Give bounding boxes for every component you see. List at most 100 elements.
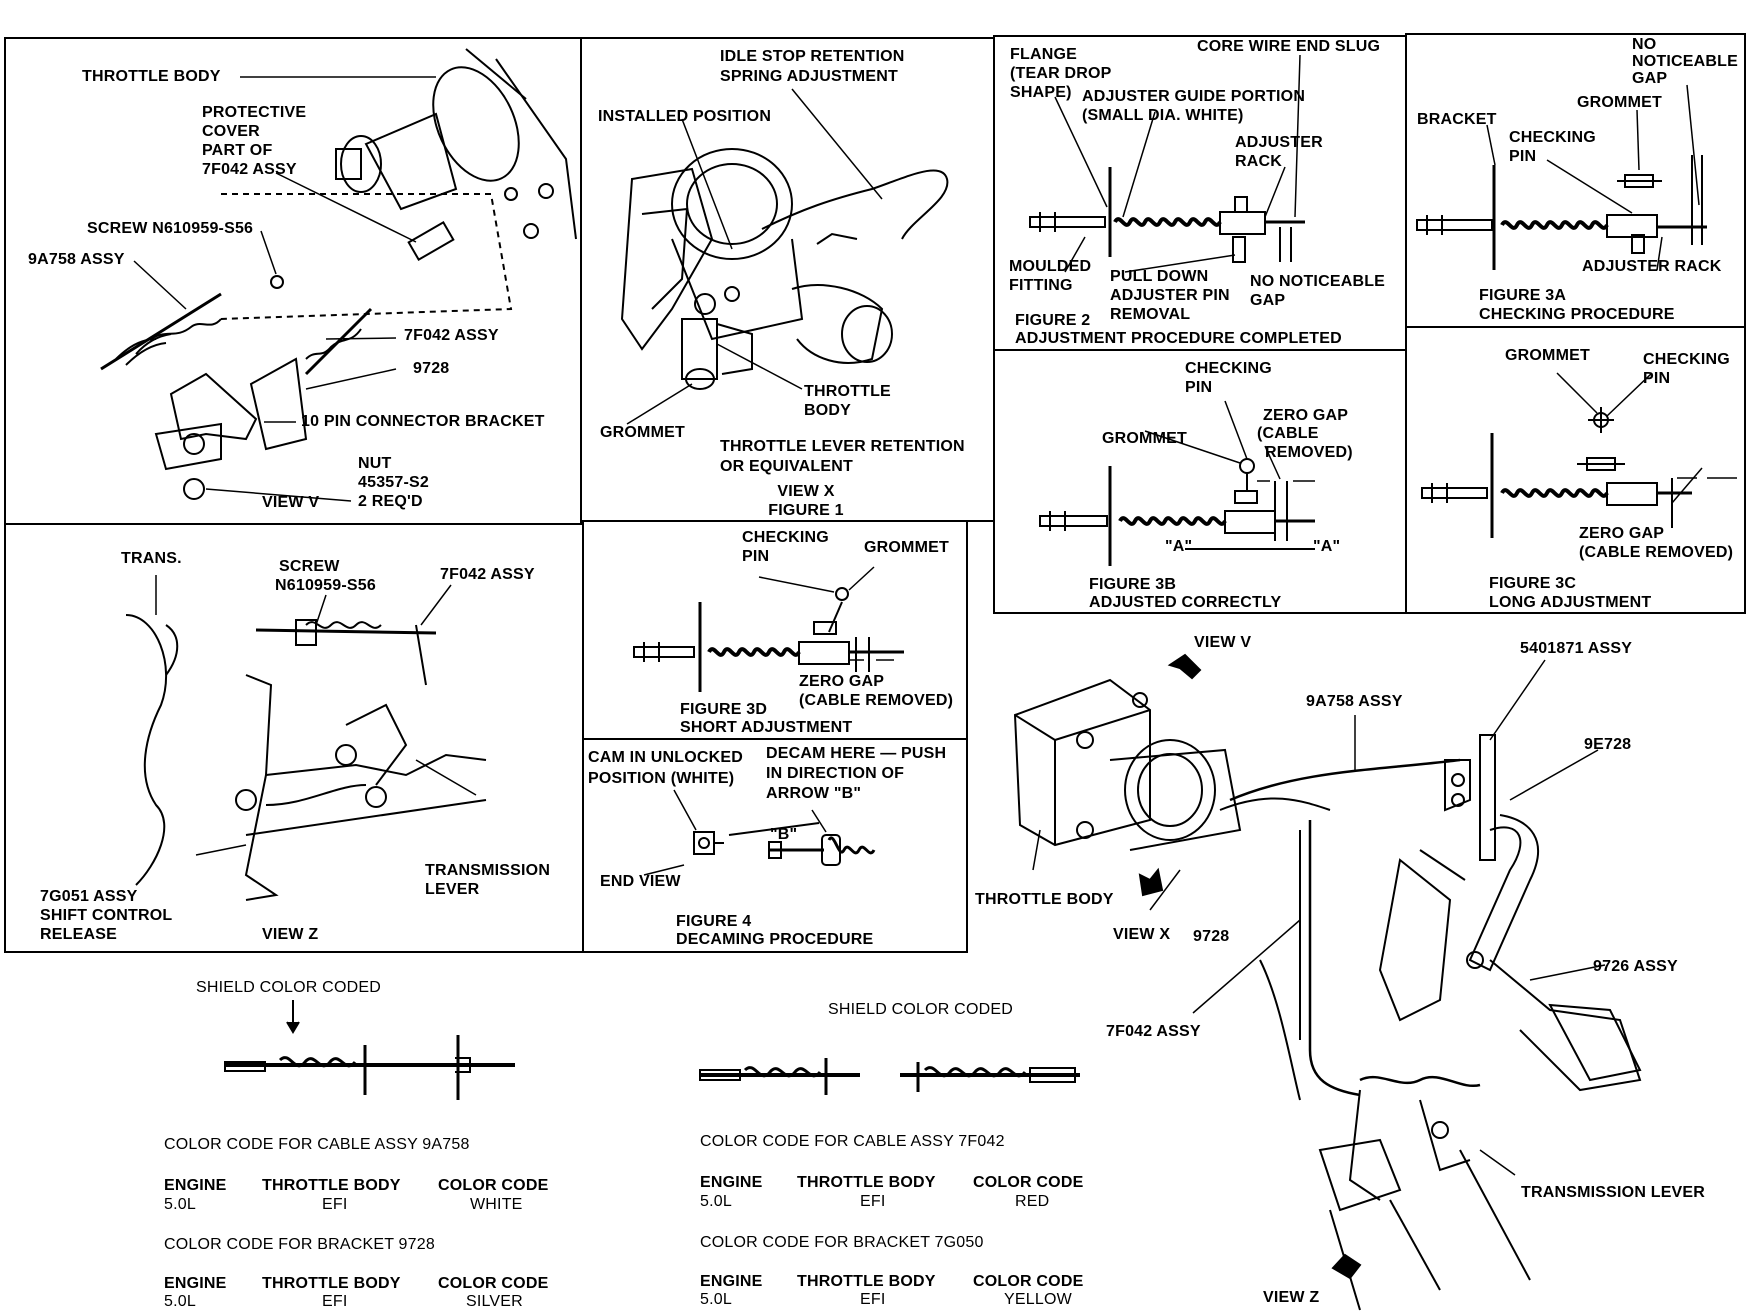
view-x-illustration bbox=[582, 39, 995, 522]
label-3b-checking-2: PIN bbox=[1185, 379, 1213, 396]
label-3b-zero-gap-3: REMOVED) bbox=[1265, 444, 1353, 461]
label-guide-1: ADJUSTER GUIDE PORTION bbox=[1082, 88, 1306, 105]
label-pull-down-1: PULL DOWN bbox=[1110, 268, 1209, 285]
label-4-b: "B" bbox=[770, 826, 798, 843]
label-3a-checking-1: CHECKING bbox=[1509, 129, 1596, 146]
fig4-caption-2: DECAMING PROCEDURE bbox=[676, 931, 874, 948]
figure-3d-illustration bbox=[584, 522, 968, 740]
right-bracket-throttle: EFI bbox=[860, 1291, 886, 1308]
view-x-caption-2: FIGURE 1 bbox=[768, 502, 844, 519]
label-3a-no-gap-2: NOTICEABLE bbox=[1632, 53, 1738, 70]
label-3d-zero-gap-2: (CABLE REMOVED) bbox=[799, 692, 954, 709]
figure-3b-illustration bbox=[995, 351, 1407, 614]
label-no-gap-1: NO NOTICEABLE bbox=[1250, 273, 1386, 290]
view-v-panel: THROTTLE BODY PROTECTIVE COVER PART OF 7… bbox=[4, 37, 582, 525]
label-3a-no-gap-1: NO bbox=[1632, 36, 1657, 53]
right-shield-label: SHIELD COLOR CODED bbox=[828, 1001, 1013, 1018]
fig3d-caption-1: FIGURE 3D bbox=[680, 701, 768, 718]
figure-3b-panel: CHECKING PIN ZERO GAP (CABLE REMOVED) GR… bbox=[993, 349, 1407, 614]
label-idle-stop-2: SPRING ADJUSTMENT bbox=[720, 68, 898, 85]
left-cable-throttle: EFI bbox=[322, 1196, 348, 1213]
label-flange-3: SHAPE) bbox=[1010, 84, 1072, 101]
label-4-cam-2: POSITION (WHITE) bbox=[588, 770, 735, 787]
label-flange-2: (TEAR DROP bbox=[1010, 65, 1112, 82]
label-3d-checking-1: CHECKING bbox=[742, 529, 829, 546]
label-z-shift-3: RELEASE bbox=[40, 926, 117, 943]
label-3b-a1: "A" bbox=[1165, 538, 1193, 555]
label-3b-grommet: GROMMET bbox=[1102, 430, 1187, 447]
label-x-throttle-2: BODY bbox=[804, 402, 852, 419]
left-bracket-title: COLOR CODE FOR BRACKET 9728 bbox=[164, 1236, 435, 1253]
label-9728: 9728 bbox=[413, 360, 450, 377]
ov-label-7f042: 7F042 ASSY bbox=[1106, 1023, 1201, 1040]
label-throttle-body: THROTTLE BODY bbox=[82, 68, 221, 85]
label-z-assy: 7F042 ASSY bbox=[440, 566, 535, 583]
label-3c-grommet: GROMMET bbox=[1505, 347, 1590, 364]
fig3a-caption-1: FIGURE 3A bbox=[1479, 287, 1567, 304]
ov-label-view-v: VIEW V bbox=[1194, 634, 1252, 651]
ov-label-9728: 9728 bbox=[1193, 928, 1230, 945]
left-cable-title: COLOR CODE FOR CABLE ASSY 9A758 bbox=[164, 1136, 470, 1153]
fig3c-caption-1: FIGURE 3C bbox=[1489, 575, 1577, 592]
view-z-caption: VIEW Z bbox=[262, 926, 319, 943]
left-bracket-h-throttle: THROTTLE BODY bbox=[262, 1275, 401, 1292]
label-7f042: 7F042 ASSY bbox=[404, 327, 499, 344]
label-flange-1: FLANGE bbox=[1010, 46, 1077, 63]
ov-label-trans-lever: TRANSMISSION LEVER bbox=[1521, 1184, 1706, 1201]
ov-label-9a758: 9A758 ASSY bbox=[1306, 693, 1403, 710]
left-cable-h-engine: ENGINE bbox=[164, 1177, 227, 1194]
ov-label-throttle-body: THROTTLE BODY bbox=[975, 891, 1114, 908]
label-x-throttle-1: THROTTLE bbox=[804, 383, 891, 400]
fig3a-caption-2: CHECKING PROCEDURE bbox=[1479, 306, 1675, 323]
left-cable-h-color: COLOR CODE bbox=[438, 1177, 549, 1194]
right-bracket-color: YELLOW bbox=[1004, 1291, 1072, 1308]
figure-4-panel: CAM IN UNLOCKED POSITION (WHITE) DECAM H… bbox=[582, 738, 968, 953]
label-z-shift-2: SHIFT CONTROL bbox=[40, 907, 173, 924]
label-protective-cover-1: PROTECTIVE bbox=[202, 104, 307, 121]
label-3b-zero-gap-2: (CABLE bbox=[1257, 425, 1319, 442]
label-4-decam-1: DECAM HERE — PUSH bbox=[766, 745, 947, 762]
label-z-screw-2: N610959-S56 bbox=[275, 577, 376, 594]
right-bracket-h-engine: ENGINE bbox=[700, 1273, 763, 1290]
label-moulded-1: MOULDED bbox=[1009, 258, 1092, 275]
right-bracket-h-color: COLOR CODE bbox=[973, 1273, 1084, 1290]
label-4-decam-3: ARROW "B" bbox=[766, 785, 862, 802]
label-z-shift-1: 7G051 ASSY bbox=[40, 888, 138, 905]
left-bracket-engine: 5.0L bbox=[164, 1293, 196, 1310]
right-cable-color: RED bbox=[1015, 1193, 1050, 1210]
label-3d-zero-gap-1: ZERO GAP bbox=[799, 673, 885, 690]
figure-2-illustration bbox=[995, 37, 1407, 351]
label-3b-zero-gap-1: ZERO GAP bbox=[1263, 407, 1349, 424]
fig3b-caption-1: FIGURE 3B bbox=[1089, 576, 1177, 593]
right-cable-h-engine: ENGINE bbox=[700, 1174, 763, 1191]
figure-3a-illustration bbox=[1407, 35, 1746, 328]
label-rack-2: RACK bbox=[1235, 153, 1283, 170]
left-bracket-color: SILVER bbox=[466, 1293, 523, 1310]
label-moulded-2: FITTING bbox=[1009, 277, 1073, 294]
fig2-caption-1: FIGURE 2 bbox=[1015, 312, 1091, 329]
label-3c-zero-gap-2: (CABLE REMOVED) bbox=[1579, 544, 1734, 561]
label-nut-3: 2 REQ'D bbox=[358, 493, 423, 510]
figure-4-illustration bbox=[584, 740, 968, 953]
ov-label-9726: 9726 ASSY bbox=[1593, 958, 1678, 975]
fig3b-caption-2: ADJUSTED CORRECTLY bbox=[1089, 594, 1282, 611]
label-3a-no-gap-3: GAP bbox=[1632, 70, 1668, 87]
ov-label-5401871: 5401871 ASSY bbox=[1520, 640, 1633, 657]
view-z-panel: TRANS. SCREW N610959-S56 7F042 ASSY 7G05… bbox=[4, 523, 584, 953]
left-bracket-throttle: EFI bbox=[322, 1293, 348, 1310]
label-nut-1: NUT bbox=[358, 455, 392, 472]
label-3a-checking-2: PIN bbox=[1509, 148, 1537, 165]
label-3d-checking-2: PIN bbox=[742, 548, 770, 565]
figure-3c-panel: GROMMET CHECKING PIN ZERO GAP (CABLE REM… bbox=[1405, 326, 1746, 614]
label-pull-down-2: ADJUSTER PIN bbox=[1110, 287, 1230, 304]
left-bracket-h-engine: ENGINE bbox=[164, 1275, 227, 1292]
label-3d-grommet: GROMMET bbox=[864, 539, 949, 556]
label-4-decam-2: IN DIRECTION OF bbox=[766, 765, 905, 782]
label-4-end-view: END VIEW bbox=[600, 873, 681, 890]
fig3c-caption-2: LONG ADJUSTMENT bbox=[1489, 594, 1652, 611]
label-retention-1: THROTTLE LEVER RETENTION bbox=[720, 438, 965, 455]
label-3a-rack: ADJUSTER RACK bbox=[1582, 258, 1722, 275]
right-cable-engine: 5.0L bbox=[700, 1193, 732, 1210]
left-cable-engine: 5.0L bbox=[164, 1196, 196, 1213]
left-cable-h-throttle: THROTTLE BODY bbox=[262, 1177, 401, 1194]
